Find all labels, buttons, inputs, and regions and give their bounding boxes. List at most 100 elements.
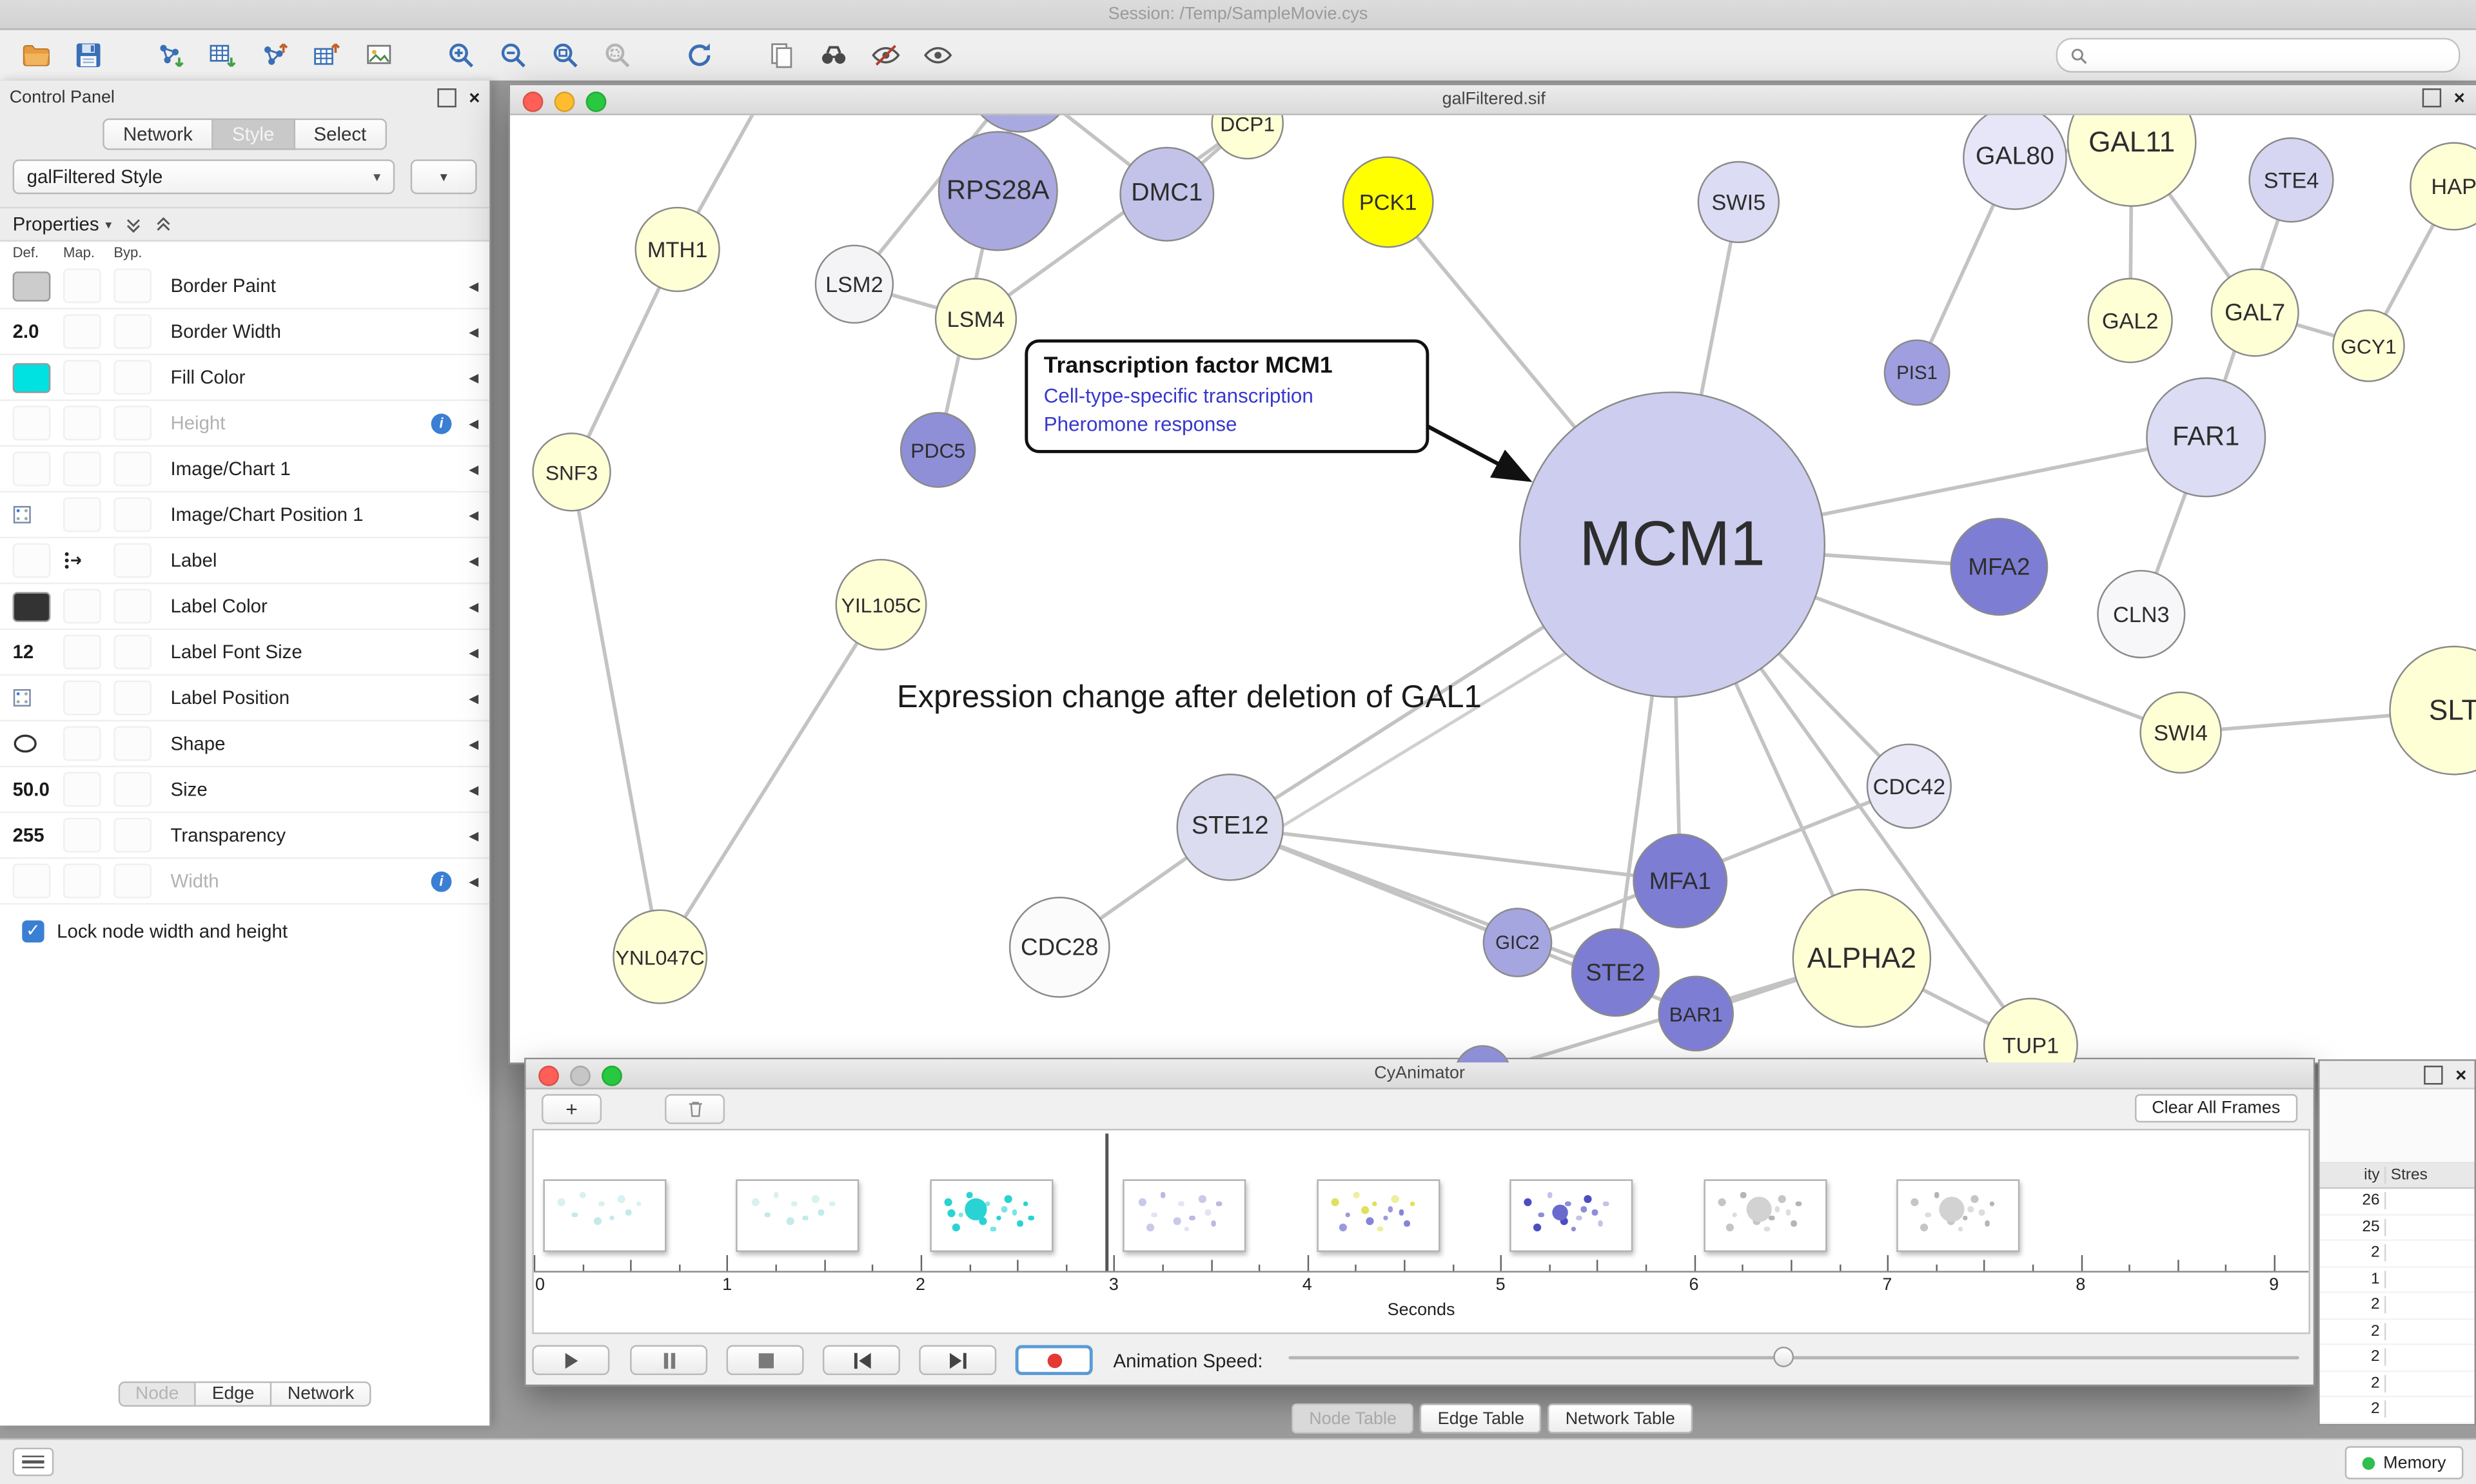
play-button[interactable] [532,1345,610,1376]
tab-select[interactable]: Select [295,118,388,150]
table-row[interactable]: 2 [2319,1241,2475,1267]
expand-row-icon[interactable]: ◀ [469,324,479,339]
property-row-border-paint[interactable]: Border Paint◀ [0,264,490,310]
record-button[interactable] [1015,1345,1093,1376]
delete-frame-button[interactable] [665,1093,725,1124]
expand-row-icon[interactable]: ◀ [469,416,479,431]
binoculars-button[interactable] [813,35,854,76]
node-lsm2[interactable]: LSM2 [814,244,894,324]
expand-row-icon[interactable]: ◀ [469,370,479,385]
frame-thumbnail-5[interactable] [1509,1179,1633,1253]
zoom-window-icon[interactable] [602,1066,622,1086]
node-dmc1[interactable]: DMC1 [1119,146,1215,242]
empty-mapping-slot[interactable] [63,405,101,441]
save-session-button[interactable] [68,35,109,76]
property-row-label-position[interactable]: Label Position◀ [0,676,490,722]
node-snf3[interactable]: SNF3 [532,433,611,512]
expand-row-icon[interactable]: ◀ [469,736,479,751]
expand-row-icon[interactable]: ◀ [469,645,479,659]
node-far1[interactable]: FAR1 [2146,377,2266,498]
node-lsm4[interactable]: LSM4 [934,278,1017,360]
float-panel-icon[interactable] [437,88,457,108]
node-gic2[interactable]: GIC2 [1482,908,1553,977]
annotation-link[interactable]: Cell-type-specific transcription [1043,384,1313,407]
empty-bypass-slot[interactable] [113,680,152,716]
table-row[interactable]: 2 [2319,1319,2475,1345]
import-network-button[interactable] [150,35,192,76]
property-row-width[interactable]: Width◀ [0,859,490,905]
empty-mapping-slot[interactable] [63,268,101,304]
empty-mapping-slot[interactable] [63,634,101,670]
expand-row-icon[interactable]: ◀ [469,690,479,705]
expand-row-icon[interactable]: ◀ [469,462,479,476]
empty-bypass-slot[interactable] [113,589,152,624]
node-alpha2[interactable]: ALPHA2 [1792,888,1932,1028]
float-window-icon[interactable] [2422,88,2442,108]
empty-mapping-slot[interactable] [63,314,101,349]
panel-tab-network[interactable]: Network [271,1381,372,1407]
annotation-link[interactable]: Pheromone response [1043,412,1237,436]
panel-tab-node[interactable]: Node [117,1381,197,1407]
empty-mapping-slot[interactable] [63,589,101,624]
empty-mapping-slot[interactable] [63,726,101,761]
empty-bypass-slot[interactable] [113,451,152,487]
node-mcm1[interactable]: MCM1 [1518,391,1826,698]
clear-all-frames-button[interactable]: Clear All Frames [2134,1094,2298,1123]
node-ste4[interactable]: STE4 [2248,137,2334,223]
node-pis1[interactable]: PIS1 [1883,339,1950,406]
frame-thumbnail-3[interactable] [1123,1179,1247,1253]
node-yil105c[interactable]: YIL105C [835,558,927,650]
node-gal7[interactable]: GAL7 [2210,268,2299,357]
empty-default-slot[interactable] [12,543,51,578]
empty-mapping-slot[interactable] [63,360,101,395]
open-session-button[interactable] [15,35,57,76]
style-options-button[interactable]: ▾ [410,159,477,195]
node-ynl047c[interactable]: YNL047C [613,909,708,1004]
empty-bypass-slot[interactable] [113,817,152,853]
default-value[interactable]: 2.0 [12,320,39,343]
export-image-button[interactable] [359,35,400,76]
empty-bypass-slot[interactable] [113,863,152,899]
network-caption[interactable]: Expression change after deletion of GAL1 [897,680,1482,716]
network-window-titlebar[interactable]: galFiltered.sif × [510,85,2476,115]
default-value[interactable]: 12 [12,641,34,663]
previous-frame-button[interactable] [822,1345,900,1376]
empty-bypass-slot[interactable] [113,268,152,304]
tab-network-table[interactable]: Network Table [1548,1403,1693,1434]
zoom-fit-button[interactable] [545,35,586,76]
empty-bypass-slot[interactable] [113,726,152,761]
status-menu-button[interactable] [12,1447,54,1476]
table-row[interactable]: 25 [2319,1215,2475,1241]
node-hap[interactable]: HAP [2410,142,2476,231]
property-row-image-chart-position-1[interactable]: Image/Chart Position 1◀ [0,493,490,539]
style-selector[interactable]: galFiltered Style ▾ [12,159,395,195]
property-row-label[interactable]: Label◀ [0,538,490,585]
tab-network[interactable]: Network [103,118,213,150]
table-row[interactable]: 2 [2319,1397,2475,1423]
table-row[interactable]: 26 [2319,1189,2475,1215]
node-swi5[interactable]: SWI5 [1697,161,1780,244]
node-rps28a[interactable]: RPS28A [938,131,1058,251]
empty-bypass-slot[interactable] [113,543,152,578]
default-value-swatch[interactable] [12,362,51,393]
results-column-ity[interactable]: ity [2320,1166,2386,1184]
empty-mapping-slot[interactable] [63,497,101,532]
animation-speed-slider[interactable] [1288,1345,2299,1371]
import-table-button[interactable] [202,35,243,76]
timeline-playhead[interactable] [1106,1133,1109,1271]
node-gal2[interactable]: GAL2 [2087,278,2173,364]
close-window-icon[interactable] [538,1066,559,1086]
close-view-icon[interactable]: × [2453,86,2465,109]
frame-thumbnail-6[interactable] [1703,1179,1827,1253]
clipboard-button[interactable] [761,35,802,76]
add-frame-button[interactable]: + [542,1093,602,1124]
refresh-view-button[interactable] [679,35,720,76]
table-row[interactable]: 1 [2319,1267,2475,1293]
empty-mapping-slot[interactable] [63,772,101,807]
zoom-in-button[interactable] [440,35,482,76]
property-row-shape[interactable]: Shape◀ [0,721,490,768]
expand-row-icon[interactable]: ◀ [469,828,479,843]
close-panel-icon[interactable]: × [469,86,480,109]
empty-bypass-slot[interactable] [113,405,152,441]
